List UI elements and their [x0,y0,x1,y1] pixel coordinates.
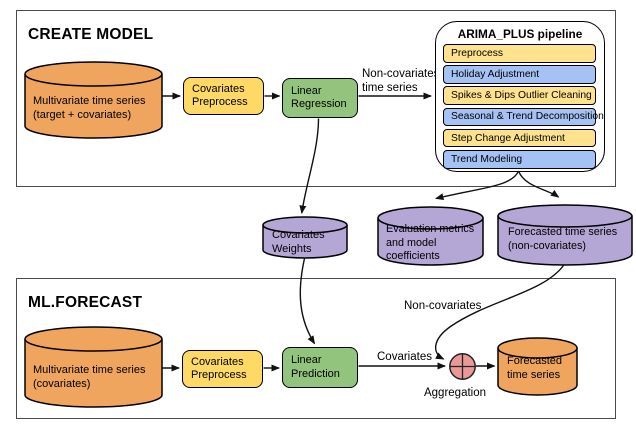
covariates-preprocess-box-top: Covariates Preprocess [183,77,264,115]
aggregation-label: Aggregation [423,387,487,399]
arima-plus-pipeline-title: ARIMA_PLUS pipeline [457,27,583,41]
forecast-noncovariates-label: Forecasted time series (non-covariates) [508,226,618,252]
forecast-output-label: Forecasted time series [507,355,563,381]
covariates-input-label: Multivariate time series (covariates) [33,364,146,390]
circled-plus-aggregation-icon [449,353,476,380]
multivariate-input-label: Multivariate time series (target + covar… [33,95,146,121]
forecast-output-cylinder: Forecasted time series [497,337,578,396]
covariates-preprocess-box-bottom: Covariates Preprocess [182,350,263,388]
evaluation-metrics-cylinder: Evaluation metrics and model coefficient… [377,206,484,266]
database-cylinder-icon [377,206,484,266]
ml-forecast-title: ML.FORECAST [28,294,143,311]
aggregation-node [449,353,476,385]
arima-plus-pipeline-container: ARIMA_PLUS pipeline Preprocess Holiday A… [435,21,605,172]
multivariate-input-cylinder: Multivariate time series (target + covar… [24,61,163,139]
covariates-weights-cylinder: Covariates Weights [262,216,348,259]
noncovariates-flow-label: Non-covariates [404,300,482,312]
covariates-weights-label: Covariates Weights [272,229,325,255]
pipeline-step-holiday-adjustment: Holiday Adjustment [443,65,596,84]
pipeline-step-seasonal-trend: Seasonal & Trend Decomposition [443,107,604,127]
linear-prediction-box: Linear Prediction [282,347,358,388]
covariates-input-cylinder: Multivariate time series (covariates) [24,326,163,408]
noncovariates-time-series-label: Non-covariates time series [362,68,440,94]
evaluation-metrics-label: Evaluation metrics and model coefficient… [386,223,475,262]
database-cylinder-icon [24,61,163,139]
pipeline-step-trend-modeling: Trend Modeling [443,149,596,169]
pipeline-step-spikes-dips: Spikes & Dips Outlier Cleaning [443,86,596,105]
pipeline-step-preprocess: Preprocess [443,44,596,63]
database-cylinder-icon [497,204,633,266]
linear-regression-box: Linear Regression [282,78,358,118]
pipeline-step-step-change: Step Change Adjustment [443,128,596,148]
covariates-flow-label: Covariates [377,351,432,363]
database-cylinder-icon [262,216,348,259]
create-model-title: CREATE MODEL [28,26,154,43]
database-cylinder-icon [24,326,163,408]
pipeline-steps: Preprocess Holiday Adjustment Spikes & D… [443,44,604,169]
forecast-noncovariates-cylinder: Forecasted time series (non-covariates) [497,204,633,266]
